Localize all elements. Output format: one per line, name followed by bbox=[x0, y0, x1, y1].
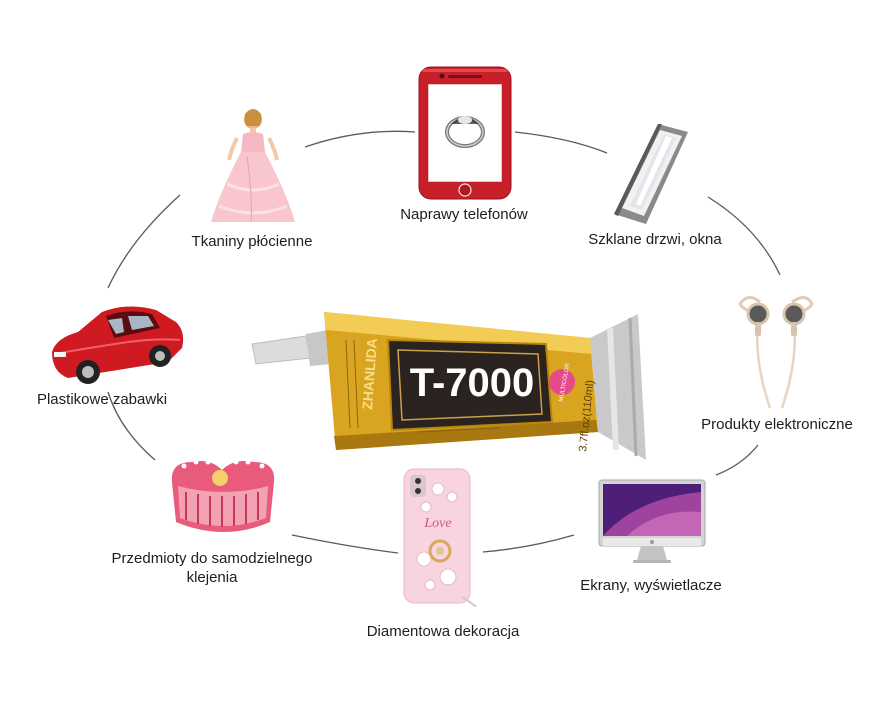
doll-image bbox=[207, 104, 299, 226]
arc-glass-electronics bbox=[707, 196, 781, 276]
decorated-case-image: Love bbox=[402, 467, 482, 607]
glue-tube-image: T-7000 ZHANLIDA MULTICOLOR 3.7fl.oz(110m… bbox=[250, 300, 650, 470]
product-brand: ZHANLIDA bbox=[359, 338, 380, 410]
earphones-image bbox=[730, 290, 820, 410]
label-phone-repair: Naprawy telefonów bbox=[400, 206, 528, 223]
window-image bbox=[612, 122, 692, 226]
arc-electronics-screens bbox=[715, 444, 759, 476]
label-diy: Przedmioty do samodzielnego klejenia bbox=[92, 549, 332, 587]
diy-box-image bbox=[164, 452, 282, 542]
arc-toys-fabrics bbox=[107, 194, 181, 289]
label-fabrics: Tkaniny płócienne bbox=[191, 233, 313, 250]
arc-diy-toys bbox=[107, 391, 156, 461]
monitor-image bbox=[597, 478, 707, 564]
arc-phone-glass bbox=[514, 131, 608, 154]
label-toys: Plastikowe zabawki bbox=[36, 391, 168, 408]
toy-car-image bbox=[48, 298, 188, 386]
label-diamond: Diamentowa dekoracja bbox=[366, 623, 520, 640]
arc-fabrics-phone bbox=[304, 130, 416, 148]
label-electronics: Produkty elektroniczne bbox=[701, 416, 853, 433]
case-love-text: Love bbox=[423, 516, 451, 531]
label-glass: Szklane drzwi, okna bbox=[588, 231, 722, 248]
arc-screens-diamond bbox=[482, 534, 575, 553]
phone-image bbox=[418, 66, 512, 200]
product-name: T-7000 bbox=[410, 361, 535, 405]
label-screens: Ekrany, wyświetlacze bbox=[580, 577, 722, 594]
label-diy-line1: Przedmioty do samodzielnego bbox=[111, 550, 313, 567]
label-diy-line2: klejenia bbox=[186, 569, 238, 586]
arc-diamond-diy bbox=[291, 534, 399, 554]
